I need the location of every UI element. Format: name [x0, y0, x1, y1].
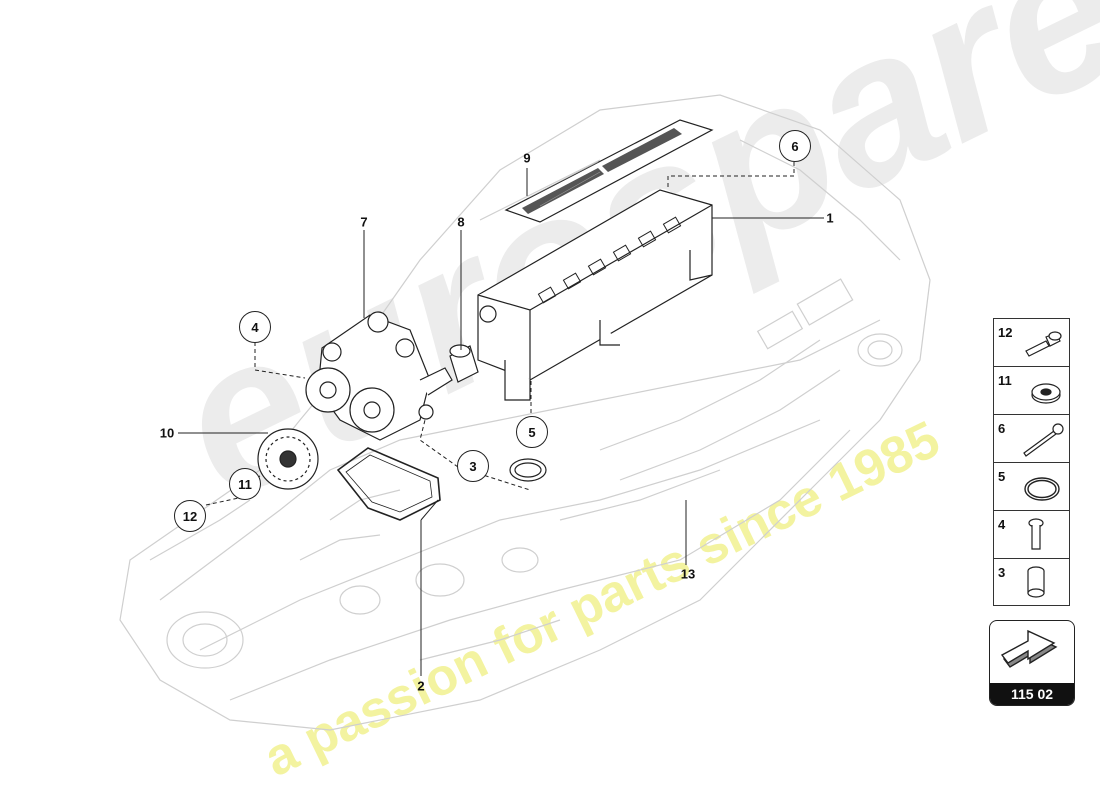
washer-icon	[1031, 383, 1061, 404]
sleeve-icon	[1027, 566, 1045, 598]
legend-row-4[interactable]: 4	[994, 511, 1069, 559]
legend-num: 6	[998, 421, 1006, 436]
oil-pump-part	[305, 311, 453, 441]
callout-1: 1	[826, 210, 834, 226]
legend-num: 12	[998, 325, 1013, 340]
callout-13: 13	[680, 566, 696, 582]
parts-legend: 12 11 6	[993, 318, 1070, 606]
callout-12: 12	[174, 500, 206, 532]
callout-11: 11	[229, 468, 261, 500]
strainer-plate-part	[504, 119, 714, 223]
leader-lines	[178, 168, 824, 676]
legend-num: 11	[998, 373, 1012, 388]
legend-row-11[interactable]: 11	[994, 367, 1069, 415]
callout-9: 9	[523, 150, 531, 166]
legend-row-6[interactable]: 6	[994, 415, 1069, 463]
o-ring-icon	[1024, 477, 1060, 501]
o-ring-part	[509, 458, 547, 482]
screw-icon	[1028, 518, 1044, 550]
gasket-part	[336, 447, 441, 521]
legend-num: 4	[998, 517, 1006, 532]
legend-row-5[interactable]: 5	[994, 463, 1069, 511]
legend-num: 5	[998, 469, 1006, 484]
sprocket-part	[257, 428, 319, 490]
legend-num: 3	[998, 565, 1006, 580]
legend-row-12[interactable]: 12	[994, 319, 1069, 367]
callout-10: 10	[159, 425, 175, 441]
arrow-3d-icon	[1000, 629, 1058, 668]
intake-manifold-part	[477, 189, 713, 401]
callout-7: 7	[360, 214, 368, 230]
reference-box[interactable]: 115 02	[989, 620, 1075, 706]
callout-6: 6	[779, 130, 811, 162]
callout-4: 4	[239, 311, 271, 343]
bolt-flange-icon	[1025, 331, 1062, 357]
reference-label: 115 02	[990, 683, 1074, 705]
bushing-part	[449, 344, 479, 383]
callout-2: 2	[417, 678, 425, 694]
long-bolt-icon	[1023, 423, 1064, 457]
callout-5: 5	[516, 416, 548, 448]
callout-3: 3	[457, 450, 489, 482]
callout-8: 8	[457, 214, 465, 230]
legend-row-3[interactable]: 3	[994, 559, 1069, 607]
